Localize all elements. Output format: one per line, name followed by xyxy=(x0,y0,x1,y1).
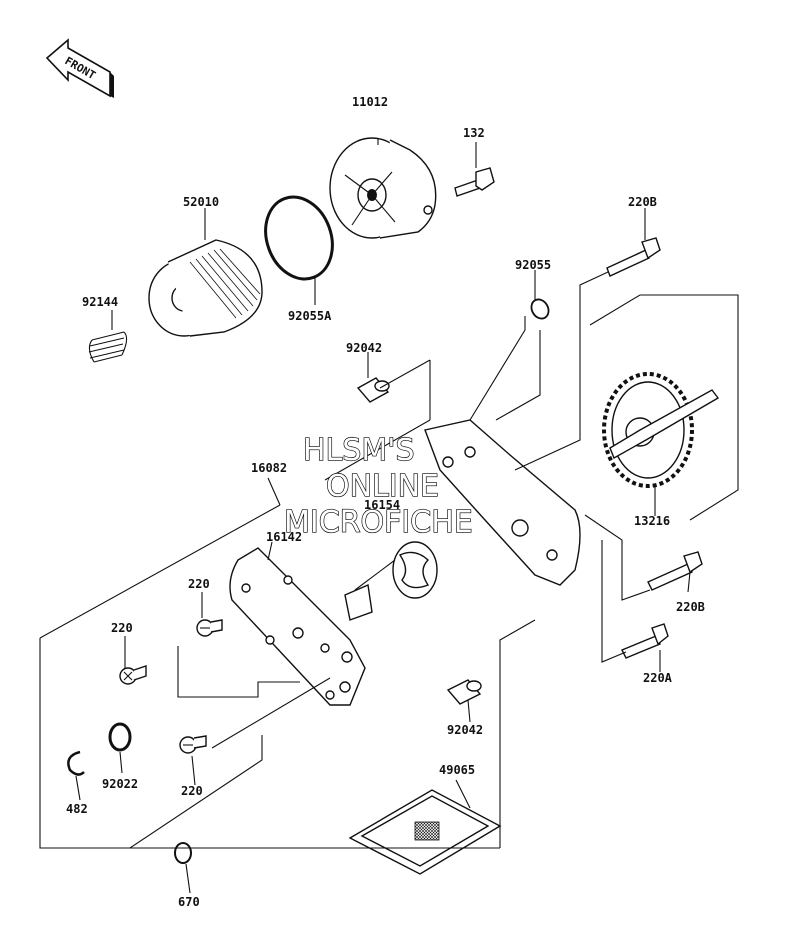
part-label-220-b: 220 xyxy=(111,621,133,635)
dowel-pin-icon xyxy=(446,679,482,705)
spring-icon xyxy=(88,331,128,363)
part-label-16142: 16142 xyxy=(266,530,302,544)
part-label-670: 670 xyxy=(178,895,200,909)
oil-pump-body-icon xyxy=(424,419,581,586)
part-label-16154: 16154 xyxy=(364,498,400,512)
front-arrow-icon: FRONT xyxy=(45,38,114,98)
part-label-13216: 13216 xyxy=(634,514,670,528)
watermark-line-1: HLSM'S xyxy=(303,433,415,468)
part-label-132: 132 xyxy=(463,126,485,140)
part-label-49065: 49065 xyxy=(439,763,475,777)
part-label-52010: 52010 xyxy=(183,195,219,209)
part-label-220-a: 220 xyxy=(188,577,210,591)
part-label-92042-bottom: 92042 xyxy=(447,723,483,737)
part-label-220b-right: 220B xyxy=(676,600,705,614)
watermark: HLSM'S ONLINE MICROFICHE xyxy=(283,432,473,540)
oil-filter-icon xyxy=(148,239,263,337)
pump-cover-icon xyxy=(229,547,366,706)
watermark-line-2: ONLINE xyxy=(326,469,439,504)
part-label-92022: 92022 xyxy=(102,777,138,791)
part-label-482: 482 xyxy=(66,802,88,816)
bolt-icon xyxy=(621,623,669,659)
part-label-92055a: 92055A xyxy=(288,309,332,323)
bolt-icon xyxy=(647,551,703,591)
bolt-icon xyxy=(454,167,495,197)
small-o-ring-icon xyxy=(530,298,550,320)
small-o-ring-icon xyxy=(174,842,192,864)
part-label-92055: 92055 xyxy=(515,258,551,272)
watermark-line-3: MICROFICHE xyxy=(284,505,473,540)
circlip-icon xyxy=(67,750,85,776)
part-label-92042-top: 92042 xyxy=(346,341,382,355)
part-label-220b-top: 220B xyxy=(628,195,657,209)
part-label-92144: 92144 xyxy=(82,295,118,309)
filter-cover-icon xyxy=(329,137,437,239)
rotor-icon xyxy=(344,541,438,621)
leader-lines xyxy=(39,138,739,894)
bolt-icon xyxy=(606,237,661,277)
part-label-220-c: 220 xyxy=(181,784,203,798)
screw-icon xyxy=(119,665,147,685)
dowel-pin-icon xyxy=(356,377,390,403)
gear-icon xyxy=(602,372,720,488)
part-label-220a: 220A xyxy=(643,671,673,685)
oil-screen-icon xyxy=(348,789,502,875)
part-label-11012: 11012 xyxy=(352,95,388,109)
o-ring-icon xyxy=(264,195,334,281)
screw-icon xyxy=(179,735,207,754)
part-label-16082: 16082 xyxy=(251,461,287,475)
washer-icon xyxy=(108,722,132,752)
screw-icon xyxy=(196,619,223,637)
